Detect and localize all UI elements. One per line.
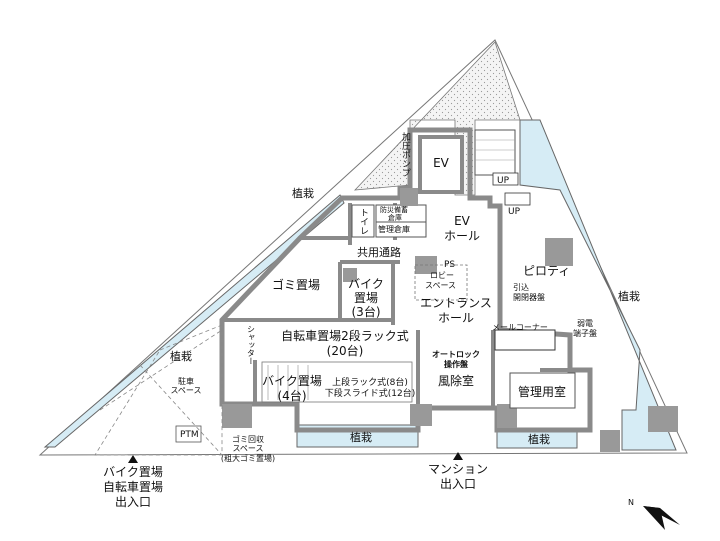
bike3-label-2: 置場 (354, 291, 378, 305)
lobby-label-2: スペース (425, 281, 456, 290)
stair (474, 129, 516, 176)
lobby-space (414, 264, 468, 301)
lobby-label-1: ロビー (430, 271, 454, 280)
rack-area (261, 361, 413, 403)
up-label-2: UP (508, 207, 521, 217)
ptm-label: PTM (180, 430, 199, 440)
ev-hall-label-1: EV (454, 214, 471, 228)
entrance-label-2: ホール (438, 311, 474, 325)
toilet-label: トイレ (358, 208, 369, 235)
bicycle-label-1: 自転車置場2段ラック式 (281, 328, 409, 343)
ev-label: EV (433, 156, 450, 170)
pillars (222, 188, 678, 452)
gomi-label: ゴミ置場 (272, 277, 320, 292)
chusha-label-2: スペース (170, 386, 201, 395)
gomi-kaishu-label-2: スペース (232, 444, 263, 453)
bike3-label-3: (3台) (352, 304, 381, 319)
bike4-label-1: バイク置場 (262, 374, 322, 388)
north-label: N (628, 498, 634, 507)
mail-corner (494, 329, 556, 351)
entrance-label-1: エントランス (420, 296, 492, 310)
ev-hall-label-2: ホール (444, 229, 480, 243)
bike-entrance-label-1: バイク置場 (103, 465, 163, 479)
gomi-kaishu-label-3: (粗大ゴミ置場) (221, 453, 275, 463)
rack-label-2: 下段スライド式(12台) (325, 387, 415, 399)
manager-room (509, 372, 576, 409)
parking-lines (94, 324, 223, 456)
planting-label-right: 植栽 (618, 289, 640, 303)
pump-label: 加圧ポンプ (400, 132, 411, 177)
gomi-kaishu-label-1: ゴミ回収 (232, 434, 264, 444)
bousai-label-2: 倉庫 (388, 213, 402, 222)
bike-entrance-arrow (128, 455, 138, 463)
kyoyo-tsuro-label: 共用通路 (357, 246, 401, 259)
planting-label-bottom-2: 植栽 (528, 432, 550, 446)
planting-label-bottom-1: 植栽 (350, 430, 372, 444)
toilet-room (351, 204, 375, 238)
bike3-label-1: バイク (348, 277, 384, 291)
mansion-entrance-label-1: マンション (428, 462, 488, 476)
planting-label-left-upper: 植栽 (292, 186, 314, 200)
interior-walls (222, 203, 575, 408)
chusha-label-1: 駐車 (178, 376, 194, 386)
hikikomi-label-2: 開閉器盤 (513, 292, 545, 302)
bike-entrance-label-3: 出入口 (115, 495, 151, 509)
hikikomi-label-1: 引込 (513, 283, 529, 292)
kanri-souko-label: 管理倉庫 (378, 224, 410, 234)
up-label-1: UP (497, 176, 510, 186)
shutter-label: シャッター (247, 325, 256, 365)
ptm-box (175, 425, 202, 443)
storage-room (375, 204, 427, 238)
bike4-label-2: (4台) (278, 388, 307, 403)
mail-corner-label: メールコーナー (492, 323, 548, 332)
piloti-label: ピロティ (523, 264, 570, 278)
autolock-label-1: オートロック (432, 349, 480, 359)
bicycle-label-2: (20台) (327, 343, 364, 358)
north-compass: N (628, 498, 680, 530)
fujoshitsu-label: 風除室 (438, 373, 474, 388)
planting-label-left-lower: 植栽 (170, 349, 192, 363)
mansion-entrance-label-2: 出入口 (440, 477, 476, 491)
autolock-label-2: 操作盤 (444, 359, 469, 369)
ps-label: PS (444, 260, 455, 270)
bike-entrance-label-2: 自転車置場 (103, 480, 163, 494)
jakuden-label-2: 端子盤 (573, 328, 597, 338)
rack-label-1: 上段ラック式(8台) (332, 376, 408, 388)
kanriyoushitsu-label: 管理用室 (518, 384, 566, 399)
jakuden-label-1: 弱電 (577, 319, 593, 328)
ev-shaft (418, 135, 464, 194)
mansion-entrance-arrow (453, 452, 463, 460)
bousai-label-1: 防災備蓄 (380, 205, 408, 214)
